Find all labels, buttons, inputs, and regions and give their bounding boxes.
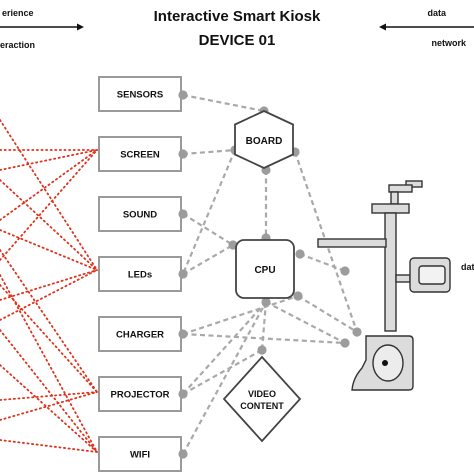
right-bottom-label: network (431, 38, 467, 48)
connector-charger-cpuR (182, 294, 299, 336)
dot-projector (178, 389, 188, 399)
video-content-node: VIDEO CONTENT (222, 355, 302, 443)
red-wiring (0, 119, 98, 453)
cpu-box (235, 239, 295, 299)
red-wire (0, 229, 98, 271)
kiosk-camera-cap (405, 180, 423, 188)
red-wire (0, 149, 98, 221)
dot-leds (178, 269, 188, 279)
cpu-node: CPU (235, 239, 295, 299)
right-top-label: data (427, 8, 447, 18)
video-diamond (222, 355, 302, 443)
kiosk-speaker-center (382, 360, 388, 366)
kiosk-pole (384, 212, 397, 332)
component-box-screen (98, 136, 182, 172)
connector-sensors-boardTop (182, 93, 265, 113)
board-hexagon (234, 110, 294, 169)
dot-kiosk1 (340, 266, 350, 276)
red-wire (0, 391, 98, 421)
kiosk-illustration (317, 180, 451, 391)
kiosk-tray (317, 238, 387, 248)
component-label-screen: SCREEN (120, 150, 160, 161)
connector-screen-boardL (182, 148, 236, 156)
connector-projector-cpuB (182, 301, 267, 395)
video-label-line1: VIDEO (248, 389, 276, 399)
dot-sound (178, 209, 188, 219)
component-label-sound: SOUND (123, 210, 157, 221)
dot-kiosk2 (352, 327, 362, 337)
kiosk-camera-arm (388, 184, 413, 193)
connector-charger-kiosk3 (182, 332, 346, 345)
component-label-leds: LEDs (128, 270, 152, 281)
connector-wifi-cpuB (182, 301, 267, 455)
header: Interactive Smart Kiosk DEVICE 01 erienc… (0, 8, 474, 50)
component-label-wifi: WIFI (130, 450, 150, 461)
board-node: BOARD (234, 110, 294, 169)
kiosk-screen-arm (395, 274, 411, 283)
red-wire (0, 364, 98, 453)
component-label-charger: CHARGER (116, 330, 164, 341)
red-wire (0, 179, 98, 271)
dot-wifi (178, 449, 188, 459)
red-wire (0, 329, 98, 453)
connector-cpuB-kiosk3 (265, 301, 346, 344)
red-wire (0, 269, 98, 321)
dot-diamondTop (257, 345, 267, 355)
red-wire (0, 149, 98, 171)
dot-screen (178, 149, 188, 159)
red-wire (0, 249, 98, 393)
left-bottom-label: eraction (0, 40, 35, 50)
left-top-label: erience (2, 8, 34, 18)
red-wire (0, 119, 98, 271)
right-arrow-head (77, 23, 84, 31)
component-box-sensors (98, 76, 182, 112)
connector-cpuR2-kiosk1 (299, 252, 346, 273)
red-wire (0, 391, 98, 401)
kiosk-camera-post (390, 191, 399, 205)
connector-cpuR-kiosk2 (297, 295, 358, 333)
red-wire (0, 284, 98, 393)
cpu-label: CPU (254, 265, 275, 276)
red-wire (0, 149, 98, 261)
connector-leds-cpuL (182, 244, 234, 275)
red-wire (0, 269, 98, 301)
video-label-line2: CONTENT (240, 401, 284, 411)
kiosk-top-bar (371, 203, 410, 214)
component-label-projector: PROJECTOR (111, 390, 170, 401)
diagram-title: Interactive Smart Kiosk (154, 8, 321, 25)
dot-kiosk3 (340, 338, 350, 348)
dot-cpuR (293, 291, 303, 301)
red-wire (0, 439, 98, 453)
kiosk-side-label: dat (461, 262, 474, 272)
dot-cpuR2 (295, 249, 305, 259)
red-wire (0, 274, 98, 453)
board-label: BOARD (246, 136, 283, 147)
connector-sound-cpuL (182, 213, 234, 246)
diagram-subtitle: DEVICE 01 (199, 32, 276, 49)
dot-charger (178, 329, 188, 339)
connector-projector-diamondTop (182, 349, 263, 395)
component-label-sensors: SENSORS (117, 90, 163, 101)
dot-cpuB (261, 297, 271, 307)
connector-boardL-leds (181, 149, 237, 275)
dot-sensors (178, 90, 188, 100)
kiosk-screen-inner (418, 265, 446, 285)
component-box-leds (98, 256, 182, 292)
left-arrow-head (379, 23, 386, 31)
